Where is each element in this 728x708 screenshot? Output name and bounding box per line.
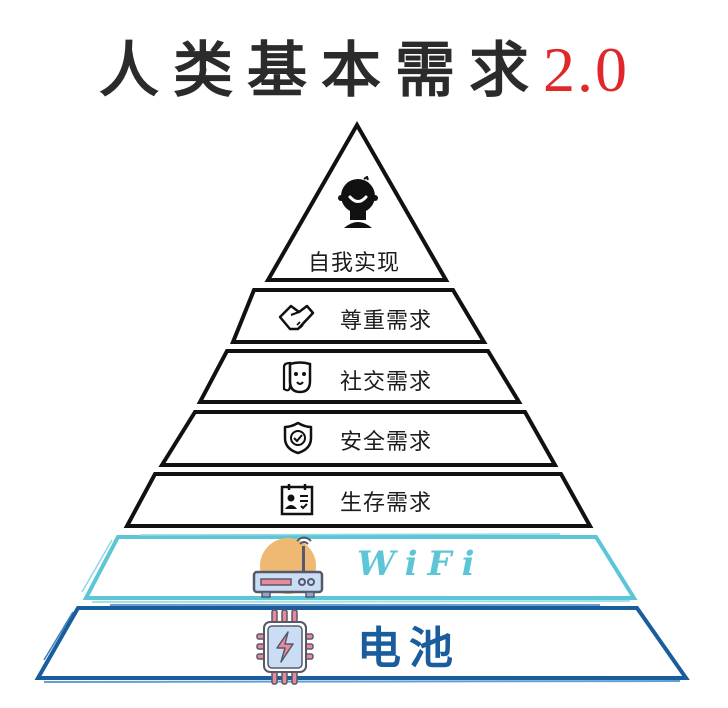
id-card-icon (280, 484, 314, 516)
tier-wifi-shape (81, 533, 638, 603)
tier-label-self-actualization: 自我实现 (308, 251, 401, 276)
tier-label-safety: 安全需求 (340, 430, 433, 455)
tier-label-esteem: 尊重需求 (340, 309, 433, 334)
tier-social-shape (196, 349, 523, 404)
tier-label-wifi: WiFi (357, 544, 485, 584)
title-main: 人类基本需求 (99, 36, 543, 106)
chip-bolt-icon (256, 609, 314, 685)
title-version: 2.0 (543, 34, 629, 105)
tier-label-battery: 电池 (357, 623, 461, 674)
page-title: 人类基本需求2.0 (0, 22, 728, 109)
tier-safety-shape (158, 410, 559, 467)
tier-label-survival: 生存需求 (340, 491, 433, 516)
shield-check-icon (283, 421, 313, 455)
masks-icon (282, 361, 312, 394)
handshake-icon (278, 304, 315, 331)
tier-survival-shape (123, 472, 594, 528)
person-head-icon (338, 176, 378, 228)
tier-label-social: 社交需求 (340, 370, 433, 395)
router-icon (252, 536, 324, 598)
tier-battery-shape (34, 604, 690, 683)
